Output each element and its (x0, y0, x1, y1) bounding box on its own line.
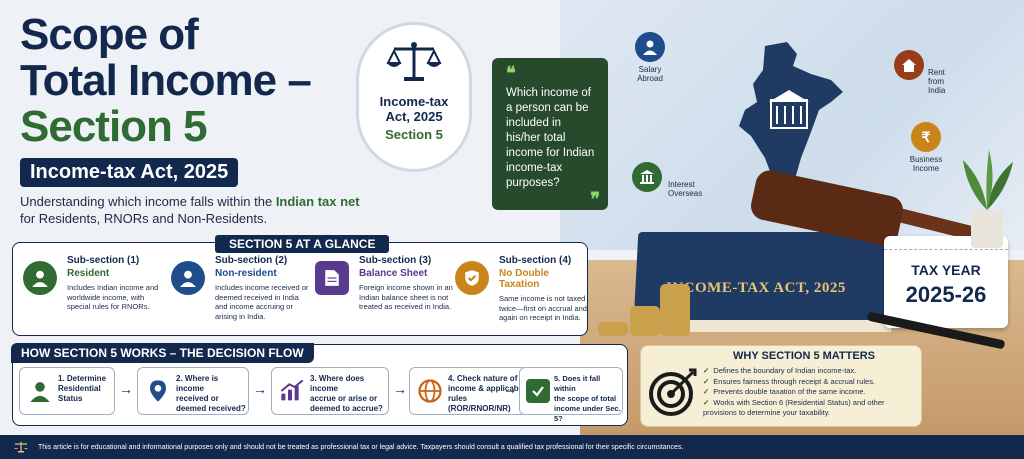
why-point: ✓Prevents double taxation of the same in… (703, 387, 866, 396)
person-icon (26, 377, 54, 405)
bank-icon (632, 162, 662, 192)
flow-step-5: 5. Does it fall within the scope of tota… (519, 367, 623, 423)
check-icon: ✓ (703, 387, 710, 396)
open-quote-icon: ❝ (506, 63, 516, 83)
why-point: ✓Defines the boundary of Indian income-t… (703, 366, 857, 375)
subsection-desc: Foreign income shown in an Indian balanc… (359, 283, 453, 311)
close-quote-icon: ❞ (590, 189, 600, 209)
map-node-rent-from-india: Rent from India (894, 50, 958, 95)
person-icon (171, 261, 205, 295)
title-line-2: Total Income – (20, 56, 312, 105)
person-icon (635, 32, 665, 62)
why-list: ✓Defines the boundary of Indian income-t… (703, 366, 919, 419)
map-node-business-income: ₹ Business Income (894, 122, 958, 173)
flow-step-text: 4. Check nature of income & applicable r… (448, 374, 526, 413)
flow-step-1: 1. Determine Residential Status (19, 367, 115, 415)
glance-header: SECTION 5 AT A GLANCE (215, 235, 390, 253)
target-icon (649, 368, 697, 416)
location-pin-icon (144, 377, 172, 405)
section-badge: Income-tax Act, 2025 Section 5 (356, 22, 472, 172)
decision-flow-panel: HOW SECTION 5 WORKS – THE DECISION FLOW … (11, 343, 628, 426)
subsection-number: Sub-section (4) (499, 255, 572, 266)
flow-step-text: 3. Where does income accrue or arise or … (310, 374, 383, 413)
subsection-name: Resident (67, 268, 110, 279)
map-node-label: Interest Overseas (668, 180, 703, 198)
badge-act-line-2: Act, 2025 (385, 109, 443, 124)
check-icon: ✓ (703, 376, 710, 386)
map-node-interest-overseas: Interest Overseas (632, 162, 702, 198)
scales-icon (386, 42, 442, 81)
map-node-label: Salary Abroad (637, 65, 663, 83)
scales-icon (14, 442, 28, 453)
subsection-desc: Includes Indian income and worldwide inc… (67, 283, 159, 311)
why-point: ✓Ensures fairness through receipt & accr… (703, 376, 876, 386)
subsection-number: Sub-section (2) (215, 255, 288, 266)
shield-check-icon (455, 261, 489, 295)
check-icon: ✓ (703, 397, 710, 407)
flow-step-text: 5. Does it fall within the scope of tota… (554, 374, 621, 423)
subtitle-part-2: for Residents, RNORs and Non-Residents. (20, 211, 268, 226)
subsection-name: No Double Taxation (499, 268, 549, 290)
question-text: Which income of a person can be included… (506, 87, 595, 189)
why-section-matters-panel: WHY SECTION 5 MATTERS ✓Defines the bound… (640, 345, 922, 427)
tax-year-calendar: TAX YEAR 2025-26 (884, 236, 1008, 328)
book-title: INCOME-TAX ACT, 2025 (666, 280, 846, 296)
subsection-desc: Same income is not taxed twice—first on … (499, 294, 587, 322)
badge-section-label: Section 5 (385, 127, 443, 142)
act-badge: Income-tax Act, 2025 (20, 158, 239, 187)
flow-step-text: 2. Where is income received or deemed re… (176, 374, 246, 413)
flow-arrow-icon: → (393, 381, 407, 397)
badge-act-label: Income-tax Act, 2025 (359, 94, 469, 124)
flow-step-3: 3. Where does income accrue or arise or … (271, 367, 389, 415)
disclaimer-text: This article is for educational and info… (38, 443, 684, 451)
chart-up-icon (278, 377, 306, 405)
subsection-name: Non-resident (215, 268, 277, 279)
title-line-3: Section 5 (20, 102, 208, 151)
flow-arrow-icon: → (503, 381, 517, 397)
subtitle-highlight: Indian tax net (275, 194, 360, 209)
checkmark-icon (526, 379, 550, 403)
globe-icon (416, 377, 444, 405)
page-title: Scope of Total Income – Section 5 (20, 12, 350, 150)
badge-act-line-1: Income-tax (379, 94, 449, 109)
flow-step-2: 2. Where is income received or deemed re… (137, 367, 249, 415)
document-icon (315, 261, 349, 295)
flow-arrow-icon: → (119, 381, 133, 397)
section-glance-panel: SECTION 5 AT A GLANCE Sub-section (1) Re… (12, 235, 588, 336)
calendar-label: TAX YEAR (911, 262, 981, 278)
map-node-label: Rent from India (928, 68, 946, 95)
coin-stack (630, 306, 660, 336)
india-map (739, 42, 843, 216)
subsection-number: Sub-section (1) (67, 255, 140, 266)
subsection-name: Balance Sheet (359, 268, 428, 279)
title-line-1: Scope of (20, 10, 199, 59)
check-icon: ✓ (703, 366, 710, 375)
calendar-rings (884, 236, 1008, 250)
person-icon (23, 261, 57, 295)
subsection-number: Sub-section (3) (359, 255, 432, 266)
map-node-salary-abroad: Salary Abroad (618, 32, 682, 83)
plant-icon (963, 150, 1013, 248)
why-point: ✓Works with Section 6 (Residential Statu… (703, 397, 885, 418)
flow-header: HOW SECTION 5 WORKS – THE DECISION FLOW (11, 343, 314, 363)
question-box: ❝ Which income of a person can be includ… (492, 58, 608, 210)
map-node-label: Business Income (909, 155, 943, 173)
flow-step-text: 1. Determine Residential Status (58, 374, 107, 403)
rupee-icon: ₹ (911, 122, 941, 152)
why-header: WHY SECTION 5 MATTERS (733, 350, 875, 362)
coin-stack (660, 284, 690, 336)
house-icon (894, 50, 924, 80)
subsection-desc: Includes income received or deemed recei… (215, 283, 309, 321)
disclaimer-footer: This article is for educational and info… (0, 435, 1024, 459)
subtitle-part-1: Understanding which income falls within … (20, 194, 273, 209)
coin-stack (598, 322, 628, 336)
calendar-year: 2025-26 (905, 282, 987, 307)
flow-step-4: 4. Check nature of income & applicable r… (409, 367, 527, 415)
subtitle: Understanding which income falls within … (20, 193, 360, 227)
flow-arrow-icon: → (253, 381, 267, 397)
